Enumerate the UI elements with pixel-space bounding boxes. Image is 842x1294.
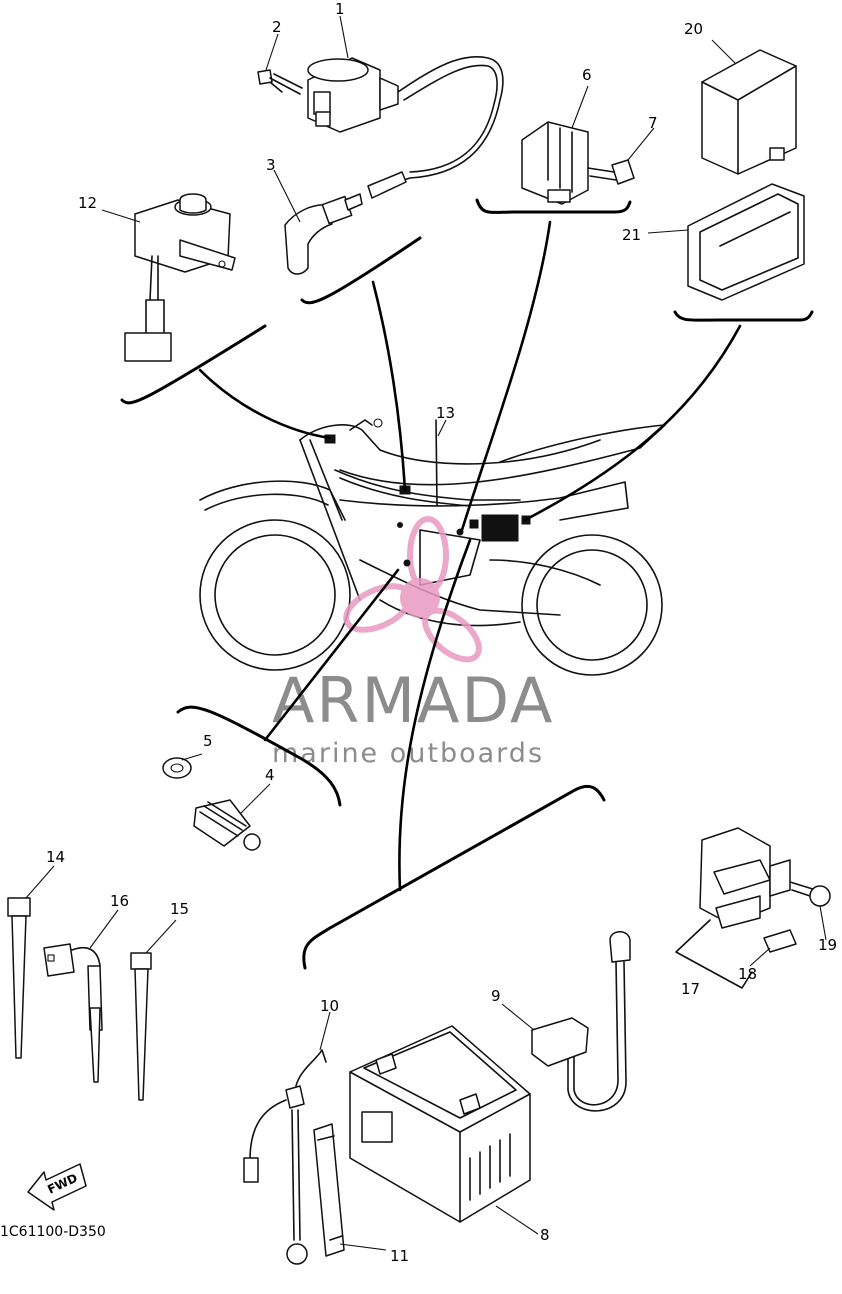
leader-lines <box>198 220 742 892</box>
rectifier-regulator <box>521 121 635 205</box>
callout-7: 7 <box>648 114 658 132</box>
spark-plug-cap <box>284 193 363 275</box>
ecu-unit <box>701 49 797 175</box>
battery-band <box>313 1123 345 1257</box>
callout-8: 8 <box>540 1226 550 1244</box>
neutral-switch <box>162 757 261 851</box>
callout-2: 2 <box>272 18 282 36</box>
ignition-coil <box>257 56 504 199</box>
callout-19: 19 <box>818 936 837 954</box>
ecu-holder <box>687 183 805 301</box>
wire-harness <box>324 418 531 567</box>
starter-relay <box>699 827 791 929</box>
callout-14: 14 <box>46 848 65 866</box>
relay-bracket-line <box>675 919 753 989</box>
callout-leaders <box>25 15 827 1251</box>
callout-5: 5 <box>203 732 213 750</box>
callout-21: 21 <box>622 226 641 244</box>
callout-1: 1 <box>335 0 345 18</box>
callout-13: 13 <box>436 404 455 422</box>
cable-tie-15 <box>130 952 152 1101</box>
callout-10: 10 <box>320 997 339 1015</box>
minus-lead-10 <box>243 1049 327 1265</box>
relay-clip <box>763 929 797 953</box>
forward-direction-arrow: FWD <box>27 1163 87 1211</box>
bracket-lines <box>120 198 814 970</box>
lead-wire-16 <box>43 943 103 1083</box>
callout-18: 18 <box>738 965 757 983</box>
callout-17: 17 <box>681 980 700 998</box>
callout-numbers: 1 2 3 4 5 6 7 8 9 10 11 12 13 14 15 16 1… <box>46 0 837 1265</box>
relay-bolt <box>789 881 831 907</box>
callout-4: 4 <box>265 766 275 784</box>
watermark-brand: ARMADA <box>272 664 554 737</box>
callout-11: 11 <box>390 1247 409 1265</box>
callout-15: 15 <box>170 900 189 918</box>
callout-20: 20 <box>684 20 703 38</box>
callout-6: 6 <box>582 66 592 84</box>
callout-3: 3 <box>266 156 276 174</box>
callout-16: 16 <box>110 892 129 910</box>
cable-tie-14 <box>7 897 31 1059</box>
battery <box>349 1025 531 1223</box>
callout-12: 12 <box>78 194 97 212</box>
battery-cable-9 <box>531 931 631 1112</box>
diagram-code: 1C61100-D350 <box>0 1224 106 1240</box>
brake-switch-unit <box>124 193 236 362</box>
armada-logo-watermark <box>343 516 482 663</box>
callout-9: 9 <box>491 987 501 1005</box>
